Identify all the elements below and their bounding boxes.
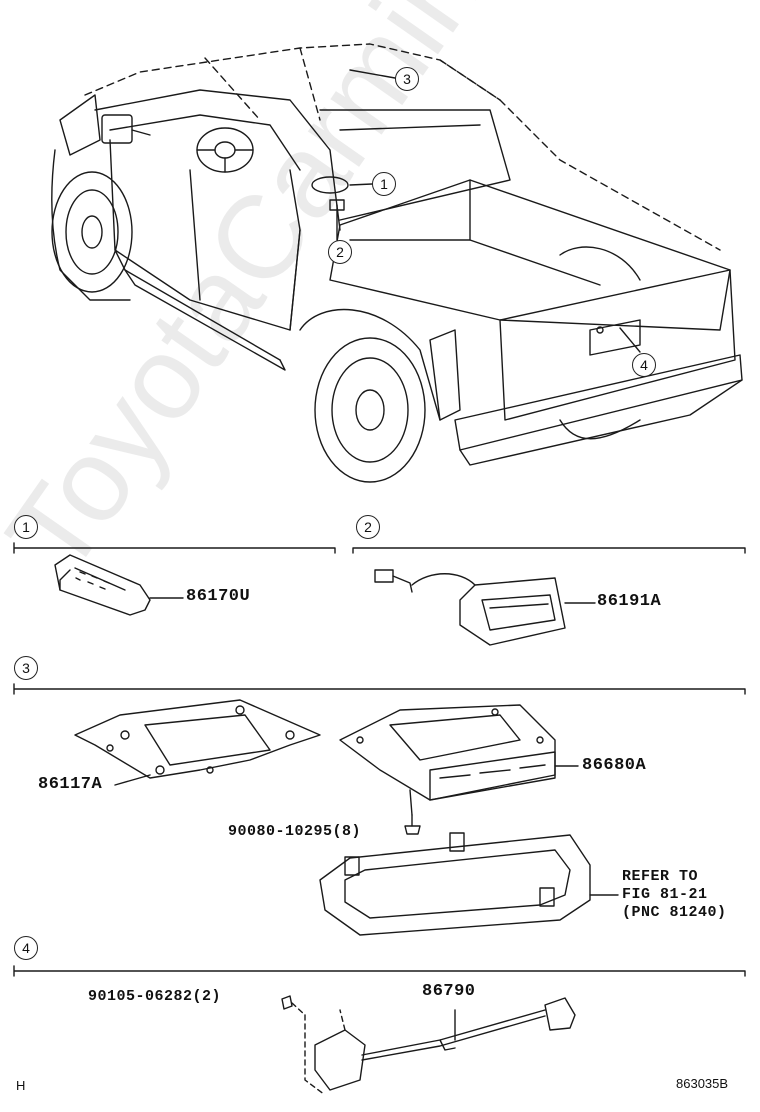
part-number-86170u: 86170U: [186, 587, 251, 606]
callout-1-truck: 1: [372, 172, 396, 196]
section-2-marker: 2: [356, 515, 380, 539]
display-86680a-drawing: [339, 704, 579, 816]
part-number-86191a: 86191A: [597, 592, 662, 611]
jack-86191a-drawing: [374, 569, 596, 646]
refer-note-line-3: (PNC 81240): [622, 904, 727, 921]
bracket-86117a-drawing: [74, 699, 321, 786]
part-number-screw: 90080-10295(8): [228, 823, 362, 840]
part-number-clip: 90105-06282(2): [88, 988, 222, 1005]
callout-2-truck: 2: [328, 240, 352, 264]
section-3-marker: 3: [14, 656, 38, 680]
refer-note-line-2: FIG 81-21: [622, 886, 708, 903]
remote-86170u-drawing: [54, 554, 184, 616]
figure-code: 863035B: [676, 1076, 729, 1091]
screw-drawing: [404, 814, 421, 835]
section-dividers: [13, 542, 746, 977]
harness-86790-drawing: [281, 995, 576, 1096]
section-1-marker: 1: [14, 515, 38, 539]
refer-note-line-1: REFER TO: [622, 868, 699, 885]
callout-3-truck: 3: [395, 67, 419, 91]
bezel-frame-drawing: [319, 832, 619, 936]
callout-4-truck: 4: [632, 353, 656, 377]
part-number-86117a: 86117A: [38, 775, 103, 794]
footer-left-code: H: [16, 1078, 26, 1093]
truck-illustration: [51, 43, 743, 483]
section-4-marker: 4: [14, 936, 38, 960]
part-number-86680a: 86680A: [582, 756, 647, 775]
part-number-86790: 86790: [422, 982, 476, 1001]
